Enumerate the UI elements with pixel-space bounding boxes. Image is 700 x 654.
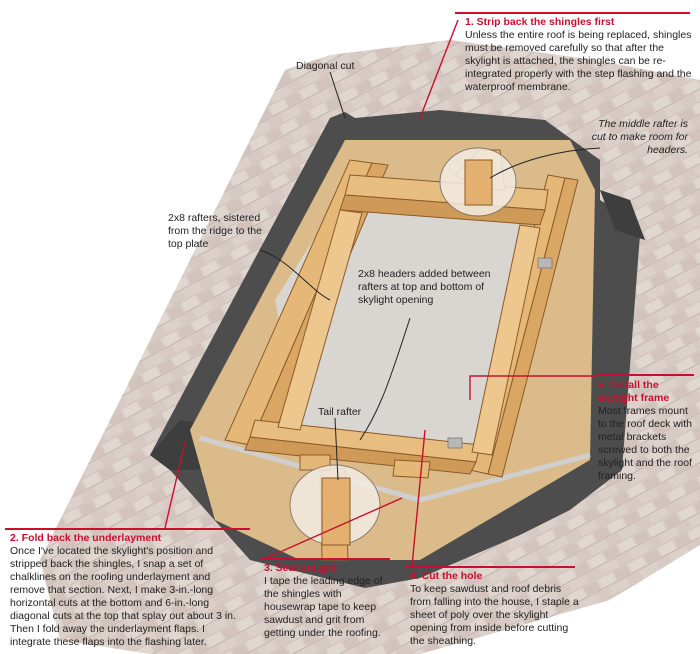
callout-line-step-5 — [469, 375, 596, 400]
label-headers: 2x8 headers added between rafters at top… — [358, 268, 491, 306]
callout-line-step-3 — [261, 497, 403, 561]
leader-rafters — [259, 249, 331, 301]
housewrap-tape — [199, 435, 591, 503]
step-5-heading: 5. Install the skylight frame — [598, 379, 670, 404]
metal-bracket — [447, 437, 463, 449]
step-1-body: Unless the entire roof is being replaced… — [465, 29, 692, 93]
step-3-note: 3. Seal out grit I tape the leading edge… — [264, 562, 394, 640]
rule-step-3 — [260, 558, 390, 560]
step-2-note: 2. Fold back the underlayment Once I've … — [10, 532, 248, 649]
framing — [224, 149, 579, 561]
label-tail-rafter: Tail rafter — [318, 406, 362, 418]
label-rafters: 2x8 rafters, sistered from the ridge to … — [168, 212, 262, 250]
callout-line-step-4 — [411, 429, 426, 567]
step-5-note: 5. Install the skylight frame Most frame… — [598, 379, 694, 483]
rule-step-5 — [596, 374, 694, 376]
rule-step-4 — [405, 566, 575, 568]
metal-bracket — [537, 257, 553, 269]
step-1-heading: 1. Strip back the shingles first — [465, 16, 615, 28]
step-3-heading: 3. Seal out grit — [264, 562, 337, 574]
leader-diagonal-cut — [329, 71, 346, 119]
leader-headers — [359, 317, 411, 441]
step-2-heading: 2. Fold back the underlayment — [10, 532, 162, 544]
label-middle-rafter: The middle rafter is cut to make room fo… — [591, 118, 688, 156]
step-4-heading: 4. Cut the hole — [410, 570, 483, 582]
underlayment-flap-right — [600, 190, 645, 240]
leader-tail-rafter — [334, 417, 339, 481]
leader-middle-rafter — [489, 147, 601, 179]
step-4-body: To keep sawdust and roof debris from fal… — [410, 583, 579, 647]
step-2-body: Once I've located the skylight's positio… — [10, 545, 236, 648]
step-4-note: 4. Cut the hole To keep sawdust and roof… — [410, 570, 580, 648]
callout-line-step-2 — [164, 441, 186, 529]
step-1-note: 1. Strip back the shingles first Unless … — [465, 16, 695, 94]
rule-step-2 — [5, 528, 250, 530]
step-3-body: I tape the leading edge of the shingles … — [264, 575, 383, 639]
step-5-body: Most frames mount to the roof deck with … — [598, 405, 692, 482]
callout-line-step-1 — [419, 19, 459, 119]
label-diagonal-cut: Diagonal cut — [296, 60, 355, 72]
rule-step-1 — [455, 12, 690, 14]
